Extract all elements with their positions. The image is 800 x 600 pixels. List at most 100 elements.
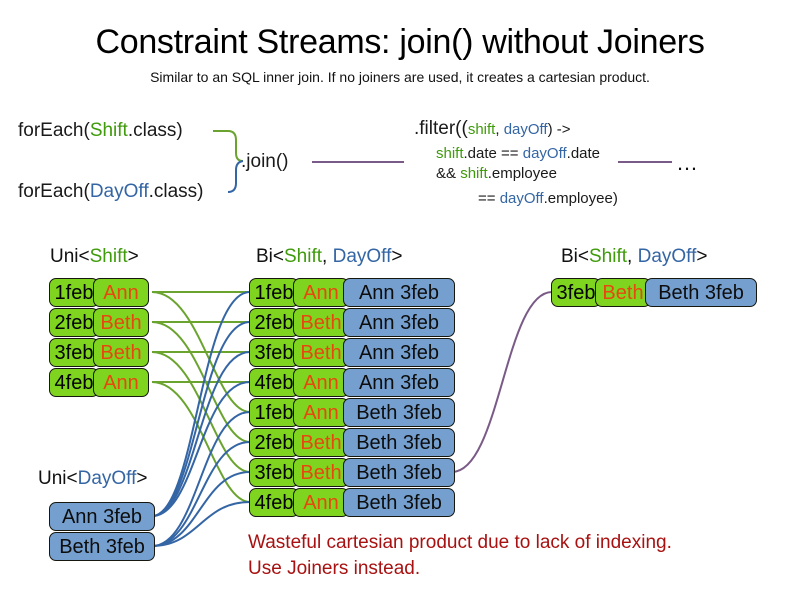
cell-shift-employee: Beth bbox=[293, 338, 349, 367]
cell-dayoff: Ann 3feb bbox=[343, 308, 455, 337]
filter-l4-b: .employee) bbox=[543, 190, 618, 207]
filter-param-dayoff: dayOff bbox=[503, 121, 548, 138]
cell-dayoff: Beth 3feb bbox=[645, 278, 757, 307]
filter-line-1: .filter((shift, dayOff) -> bbox=[414, 118, 571, 141]
uni-shift-label-type: Shift bbox=[89, 246, 128, 267]
bi-cartesian-label-comma: , bbox=[322, 246, 333, 267]
cell-shift-date: 3feb bbox=[249, 458, 299, 487]
foreach-shift-suffix: .class) bbox=[127, 120, 183, 141]
cell-shift-employee: Beth bbox=[595, 278, 651, 307]
warning-message: Wasteful cartesian product due to lack o… bbox=[248, 530, 672, 582]
bi-filtered-label-suffix: > bbox=[696, 246, 708, 267]
bi-filtered-label-comma: , bbox=[627, 246, 638, 267]
filter-l2-b: .date bbox=[566, 145, 601, 162]
uni-shift-label-prefix: Uni< bbox=[50, 246, 90, 267]
uni-shift-label-suffix: > bbox=[127, 246, 139, 267]
filter-l4-a: == bbox=[478, 190, 500, 207]
foreach-dayoff-expression: forEach(DayOff.class) bbox=[18, 181, 204, 203]
filter-line-4: == dayOff.employee) bbox=[478, 188, 618, 210]
cell-dayoff: Ann 3feb bbox=[343, 338, 455, 367]
uni-dayoff-label: Uni<DayOff> bbox=[38, 468, 148, 490]
cell-shift-employee: Ann bbox=[93, 278, 149, 307]
page-subtitle: Similar to an SQL inner join. If no join… bbox=[150, 69, 650, 85]
cell-dayoff: Beth 3feb bbox=[343, 488, 455, 517]
filter-l2-dayoff: dayOff bbox=[522, 145, 567, 162]
foreach-dayoff-suffix: .class) bbox=[148, 181, 204, 202]
cell-shift-employee: Beth bbox=[293, 458, 349, 487]
cell-shift-employee: Beth bbox=[93, 308, 149, 337]
cell-shift-employee: Ann bbox=[293, 398, 349, 427]
uni-dayoff-label-type: DayOff bbox=[77, 468, 137, 489]
foreach-shift-type: Shift bbox=[89, 120, 128, 141]
foreach-shift-expression: forEach(Shift.class) bbox=[18, 120, 183, 142]
pipeline-ellipsis: … bbox=[676, 150, 698, 175]
cell-shift-date: 1feb bbox=[249, 278, 299, 307]
uni-dayoff-label-prefix: Uni< bbox=[38, 468, 78, 489]
foreach-shift-prefix: forEach( bbox=[18, 120, 90, 141]
cell-shift-date: 2feb bbox=[249, 428, 299, 457]
cell-shift-date: 1feb bbox=[49, 278, 99, 307]
cell-shift-employee: Ann bbox=[293, 368, 349, 397]
cell-dayoff: Ann 3feb bbox=[343, 278, 455, 307]
bi-filtered-label-shift: Shift bbox=[589, 246, 628, 267]
cell-shift-date: 3feb bbox=[249, 338, 299, 367]
filter-arrow: ) -> bbox=[547, 121, 571, 138]
bi-filtered-label: Bi<Shift, DayOff> bbox=[561, 246, 707, 268]
warning-line-2: Use Joiners instead. bbox=[248, 558, 421, 579]
filter-l2-a: .date == bbox=[463, 145, 523, 162]
cell-dayoff: Beth 3feb bbox=[343, 428, 455, 457]
bi-cartesian-label-prefix: Bi< bbox=[256, 246, 284, 267]
cell-dayoff: Ann 3feb bbox=[49, 502, 155, 531]
bi-cartesian-label-dayoff: DayOff bbox=[332, 246, 392, 267]
cell-shift-date: 2feb bbox=[249, 308, 299, 337]
cell-shift-employee: Ann bbox=[93, 368, 149, 397]
filter-open: .filter(( bbox=[414, 118, 468, 139]
filter-line-2: shift.date == dayOff.date bbox=[436, 143, 600, 165]
cell-shift-employee: Beth bbox=[93, 338, 149, 367]
filter-param-shift: shift bbox=[467, 121, 496, 138]
tuple-row: Beth 3feb bbox=[49, 532, 155, 561]
cell-dayoff: Beth 3feb bbox=[49, 532, 155, 561]
cell-shift-date: 3feb bbox=[551, 278, 601, 307]
foreach-dayoff-prefix: forEach( bbox=[18, 181, 90, 202]
join-label: .join() bbox=[241, 151, 289, 172]
bi-cartesian-label-shift: Shift bbox=[284, 246, 323, 267]
tuple-row: Ann 3feb bbox=[49, 502, 155, 531]
filter-l2-shift: shift bbox=[436, 145, 464, 162]
bi-cartesian-label-suffix: > bbox=[391, 246, 403, 267]
cell-shift-date: 4feb bbox=[49, 368, 99, 397]
filter-l3-a: && bbox=[436, 165, 461, 182]
bi-filtered-label-prefix: Bi< bbox=[561, 246, 589, 267]
cell-dayoff: Beth 3feb bbox=[343, 458, 455, 487]
filter-line-3: && shift.employee bbox=[436, 163, 557, 185]
cell-shift-date: 1feb bbox=[249, 398, 299, 427]
cell-shift-employee: Ann bbox=[293, 488, 349, 517]
cell-dayoff: Beth 3feb bbox=[343, 398, 455, 427]
warning-line-1: Wasteful cartesian product due to lack o… bbox=[248, 532, 672, 553]
bi-cartesian-label: Bi<Shift, DayOff> bbox=[256, 246, 402, 268]
filter-l3-shift: shift bbox=[460, 165, 488, 182]
cell-dayoff: Ann 3feb bbox=[343, 368, 455, 397]
cell-shift-employee: Beth bbox=[293, 308, 349, 337]
filter-param-comma: , bbox=[495, 121, 504, 138]
page-title: Constraint Streams: join() without Joine… bbox=[95, 23, 705, 61]
cell-shift-employee: Ann bbox=[293, 278, 349, 307]
bi-filtered-label-dayoff: DayOff bbox=[637, 246, 697, 267]
filter-l4-dayoff: dayOff bbox=[499, 190, 544, 207]
cell-shift-date: 3feb bbox=[49, 338, 99, 367]
cell-shift-date: 4feb bbox=[249, 488, 299, 517]
